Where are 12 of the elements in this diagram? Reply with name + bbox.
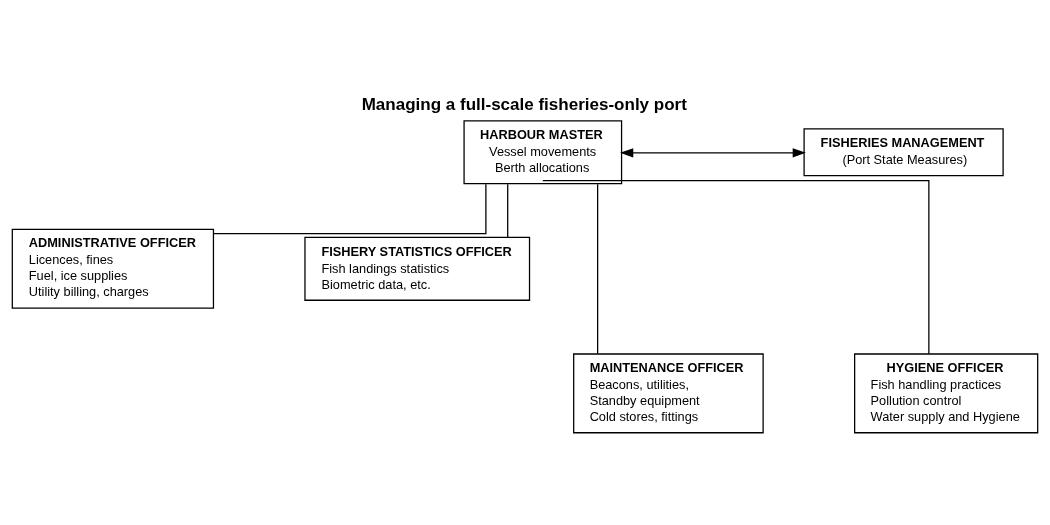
node-box: FISHERIES MANAGEMENT (Port State Measures) (803, 127, 1004, 176)
connector (213, 183, 487, 234)
node-box: MAINTENANCE OFFICER Beacons, utilities, Standby equipment Cold stores, fittings (573, 352, 764, 433)
node-box: HYGIENE OFFICER Fish handling practices Pollution control Water supply and Hygiene (854, 352, 1039, 433)
diagram-title: Managing a full-scale fisheries-only port (361, 94, 687, 114)
connector (507, 183, 509, 238)
node-box: FISHERY STATISTICS OFFICER Fish landings statistics Biometric data, etc. (304, 236, 531, 301)
connector (542, 179, 930, 354)
connector (597, 183, 599, 354)
node-box: HARBOUR MASTER Vessel movements Berth allocations (463, 119, 623, 184)
node-box: ADMINISTRATIVE OFFICER Licences, fines Fuel, ice supplies Utility billing, charges (11, 228, 215, 309)
arrow (620, 147, 806, 157)
